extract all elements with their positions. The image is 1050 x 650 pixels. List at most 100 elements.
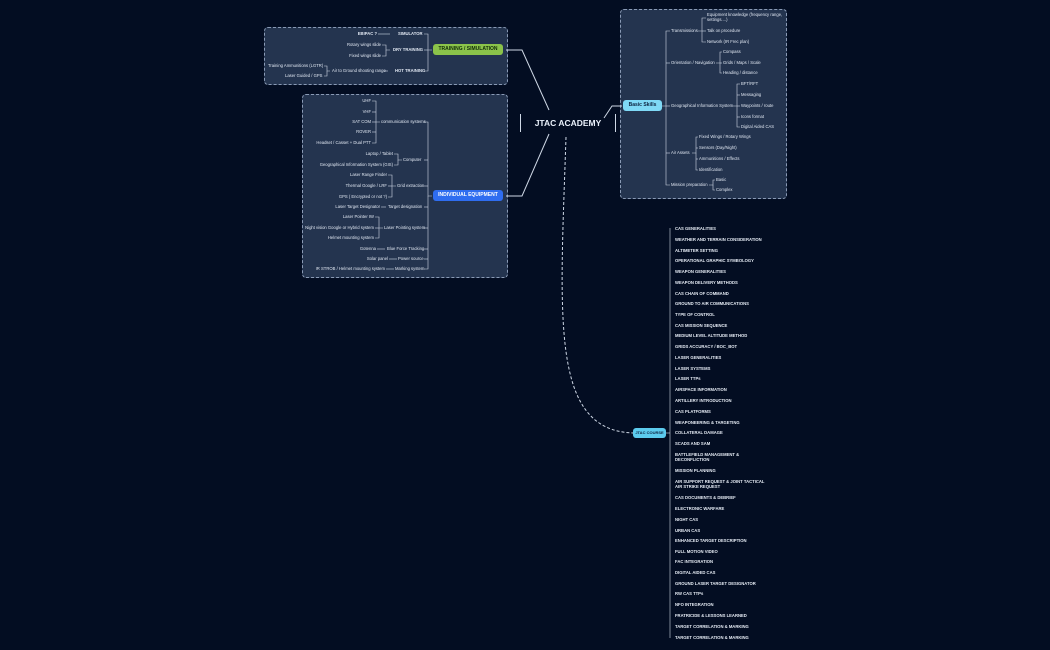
basic-item-bft[interactable]: BFT/RFT bbox=[741, 81, 759, 86]
equip-item-headset[interactable]: Headset / Casset + Dual PTT bbox=[316, 140, 371, 145]
equip-group-grid[interactable]: Grid extraction bbox=[397, 183, 425, 188]
equip-group-pointing[interactable]: Laser Pointing system bbox=[384, 225, 426, 230]
training-item-ebipac[interactable]: EBIPAC ? bbox=[357, 31, 377, 36]
course-item[interactable]: NFO INTEGRATION bbox=[675, 602, 714, 607]
equip-item-gps[interactable]: GPS ( Encrypted or not ?) bbox=[338, 194, 387, 199]
basic-item-waypoints[interactable]: Waypoints / route bbox=[741, 103, 774, 108]
course-item[interactable]: CAS MISSION SEQUENCE bbox=[675, 323, 728, 328]
basic-item-wings[interactable]: Fixed Wings / Rotary Wings bbox=[699, 134, 751, 139]
course-item[interactable]: AIR SUPPORT REQUEST & JOINT TACTICAL AIR… bbox=[675, 479, 765, 489]
course-item[interactable]: CAS PLATFORMS bbox=[675, 409, 711, 414]
basic-item-basic[interactable]: Basic bbox=[716, 177, 727, 182]
equip-item-laptop[interactable]: Laptop / Tablet bbox=[365, 151, 393, 156]
training-group-hot[interactable]: HOT TRAINING bbox=[395, 68, 426, 73]
basic-item-grids[interactable]: Grids / Maps / Scale bbox=[723, 60, 761, 65]
basic-group-transmissions[interactable]: Transmissions bbox=[671, 28, 698, 33]
equip-item-vhf[interactable]: VHF bbox=[362, 109, 371, 114]
basic-group-gis[interactable]: Geographical Information System bbox=[671, 103, 734, 108]
training-group-simulator[interactable]: SIMULATOR bbox=[398, 31, 423, 36]
equip-item-uhf[interactable]: UHF bbox=[362, 98, 371, 103]
course-item[interactable]: AIRSPACE INFORMATION bbox=[675, 387, 727, 392]
equip-item-nvg[interactable]: Night vision Google or Hybrid system bbox=[305, 225, 374, 230]
basic-item-heading[interactable]: Heading / distance bbox=[723, 70, 758, 75]
course-item[interactable]: ARTILLERY INTRODUCTION bbox=[675, 398, 732, 403]
basic-group-air-assets[interactable]: Air Assets bbox=[671, 150, 690, 155]
course-item[interactable]: BATTLEFIELD MANAGEMENT & DECONFLICTION bbox=[675, 452, 740, 462]
training-subitem-lgtr[interactable]: Training Ammunitions (LGTR) bbox=[268, 63, 324, 68]
course-item[interactable]: RW CAS TTPs bbox=[675, 591, 704, 596]
course-item[interactable]: FRATRICIDE & LESSONS LEARNED bbox=[675, 613, 747, 618]
training-item-shooting[interactable]: Air to Ground shooting range bbox=[332, 68, 386, 73]
equip-group-marking[interactable]: Marking system bbox=[395, 266, 425, 271]
course-item[interactable]: LASER GENERALITIES bbox=[675, 355, 722, 360]
course-item[interactable]: GROUND LASER TARGET DESIGNATOR bbox=[675, 581, 756, 586]
basic-item-icons[interactable]: Icons format bbox=[741, 114, 765, 119]
equip-item-ltd[interactable]: Laser Target Designator bbox=[335, 204, 380, 209]
basic-item-talkon[interactable]: Talk on procedure bbox=[707, 28, 741, 33]
basic-item-network[interactable]: Network (IR Frec plan) bbox=[707, 39, 750, 44]
equip-item-strob[interactable]: IR STROB / Helmet mounting system bbox=[315, 266, 385, 271]
course-item[interactable]: ALTIMETER SETTING bbox=[675, 248, 718, 253]
course-item[interactable]: NIGHT CAS bbox=[675, 517, 699, 522]
basic-skills-node[interactable]: Basic Skills bbox=[623, 100, 662, 111]
course-item[interactable]: MEDIUM LEVEL ALTITUDE METHOD bbox=[675, 333, 748, 338]
course-item[interactable]: WEAPON GENERALITIES bbox=[675, 269, 726, 274]
basic-group-orientation[interactable]: Orientation / Navigation bbox=[671, 60, 715, 65]
course-item[interactable]: LASER TTPs bbox=[675, 376, 701, 381]
equip-item-thermal[interactable]: Thermal Google / LRF bbox=[345, 183, 387, 188]
basic-item-dacas[interactable]: Digital Aided CAS bbox=[741, 124, 775, 129]
course-item[interactable]: ENHANCED TARGET DESCRIPTION bbox=[675, 538, 747, 543]
course-item[interactable]: FULL MOTION VIDEO bbox=[675, 549, 718, 554]
course-item[interactable]: COLLATERAL DAMAGE bbox=[675, 430, 723, 435]
course-item[interactable]: WEAPONEERING & TARGETING bbox=[675, 420, 740, 425]
basic-item-sensors[interactable]: Sensors (Day/Night) bbox=[699, 145, 737, 150]
equip-item-rover[interactable]: ROVER bbox=[356, 129, 371, 134]
course-item[interactable]: CAS CHAIN OF COMMAND bbox=[675, 291, 729, 296]
equip-item-pointer[interactable]: Laser Pointer IW bbox=[342, 214, 374, 219]
course-item[interactable]: ELECTRONIC WARFARE bbox=[675, 506, 725, 511]
basic-item-equipment[interactable]: Equipment knowledge (frequency range, se… bbox=[707, 12, 783, 22]
individual-equipment-node[interactable]: INDIVIDUAL EQUIPMENT bbox=[433, 190, 503, 201]
basic-item-identification[interactable]: Identification bbox=[699, 167, 723, 172]
training-item-fixed[interactable]: Fixed wings slide bbox=[349, 53, 381, 58]
course-item[interactable]: TARGET CORRELATION & MARKING bbox=[675, 635, 749, 640]
training-group-dry[interactable]: DRY TRAINING bbox=[393, 47, 424, 52]
course-item[interactable]: FAC INTEGRATION bbox=[675, 559, 714, 564]
course-item[interactable]: URBAN CAS bbox=[675, 528, 701, 533]
equip-item-gotenna[interactable]: Gotenna bbox=[359, 246, 376, 251]
course-item[interactable]: WEATHER AND TERRAIN CONSIDERATION bbox=[675, 237, 762, 242]
training-item-rotary[interactable]: Rotary wings slide bbox=[347, 42, 381, 47]
basic-item-compass[interactable]: Compass bbox=[723, 49, 741, 54]
training-simulation-node[interactable]: TRAINING / SIMULATION bbox=[433, 44, 503, 55]
course-item[interactable]: TYPE OF CONTROL bbox=[675, 312, 715, 317]
equip-group-target[interactable]: Target designation bbox=[388, 204, 423, 209]
course-item[interactable]: WEAPON DELIVERY METHODS bbox=[675, 280, 738, 285]
equip-group-comms[interactable]: communication systems bbox=[381, 119, 426, 124]
course-item[interactable]: LASER SYSTEMS bbox=[675, 366, 711, 371]
equip-group-bft[interactable]: Blue Force Tracking bbox=[387, 246, 425, 251]
basic-item-messaging[interactable]: Messaging bbox=[741, 92, 762, 97]
basic-item-complex[interactable]: Complex bbox=[716, 187, 733, 192]
course-item[interactable]: CAS GENERALITIES bbox=[675, 226, 716, 231]
jtac-course-node[interactable]: JTAC COURSE bbox=[633, 428, 666, 438]
course-item[interactable]: CAS DOCUMENTS & DEBRIEF bbox=[675, 495, 736, 500]
equip-item-helmet[interactable]: Helmet mounting system bbox=[327, 235, 374, 240]
equip-item-satcom[interactable]: SAT COM bbox=[352, 119, 371, 124]
course-item[interactable]: GROUND TO AIR COMMUNICATIONS bbox=[675, 301, 749, 306]
equip-item-solar[interactable]: Solar panel bbox=[366, 256, 388, 261]
training-subitem-laser[interactable]: Laser Guided / GPS bbox=[285, 73, 323, 78]
course-item[interactable]: SCADS AND SAM bbox=[675, 441, 711, 446]
course-item[interactable]: TARGET CORRELATION & MARKING bbox=[675, 624, 749, 629]
root-title[interactable]: JTAC ACADEMY bbox=[520, 114, 616, 132]
basic-group-mission[interactable]: Mission preparation bbox=[671, 182, 708, 187]
course-item[interactable]: MISSION PLANNING bbox=[675, 468, 716, 473]
equip-group-power[interactable]: Power source bbox=[398, 256, 424, 261]
basic-item-ammo[interactable]: Ammunitions / Effects bbox=[699, 156, 740, 161]
equip-group-computer[interactable]: Computer bbox=[403, 157, 422, 162]
course-item[interactable]: OPERATIONAL GRAPHIC SYMBOLOGY bbox=[675, 258, 754, 263]
equip-item-gis[interactable]: Geographical Information System (GIS) bbox=[319, 162, 393, 167]
course-item[interactable]: GRIDS ACCURACY / BOC_BOT bbox=[675, 344, 738, 349]
course-item[interactable]: DIGITAL AIDED CAS bbox=[675, 570, 716, 575]
equip-item-lrf[interactable]: Laser Range Finder bbox=[349, 172, 387, 177]
